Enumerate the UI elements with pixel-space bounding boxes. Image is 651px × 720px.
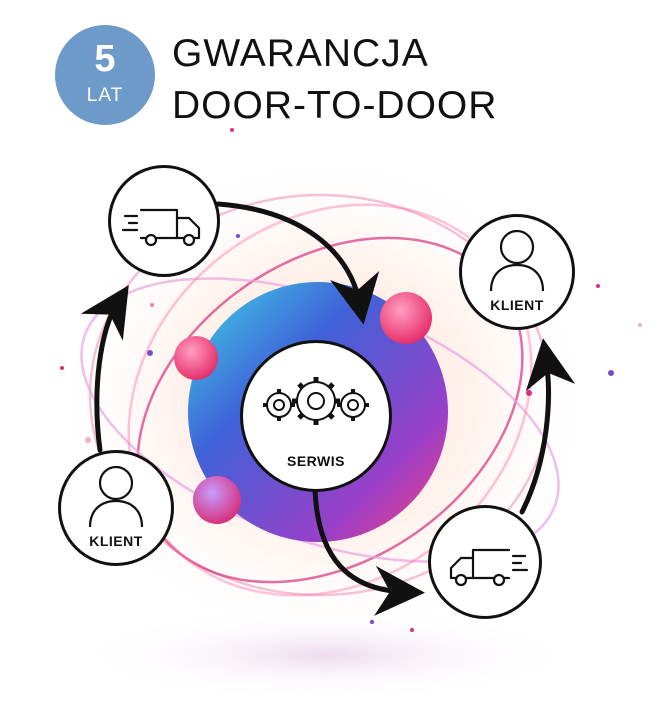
floor-shadow	[75, 610, 575, 700]
delivery-truck-icon	[121, 208, 201, 247]
klient-label: KLIENT	[89, 533, 143, 549]
headline-line-2: DOOR-TO-DOOR	[172, 84, 498, 127]
headline-line-1: GWARANCJA	[172, 32, 429, 75]
pink-orb	[380, 292, 432, 344]
purple-orb	[193, 476, 241, 524]
pink-orb	[174, 336, 218, 380]
warranty-years-badge: 5 LAT	[55, 25, 155, 125]
arrow-klient-to-truck	[80, 285, 129, 453]
klient-node-right: KLIENT	[459, 214, 575, 330]
person-icon	[88, 465, 144, 528]
badge-number: 5	[94, 38, 116, 80]
serwis-label: SERWIS	[287, 453, 345, 469]
serwis-node: SERWIS	[240, 340, 392, 492]
person-icon	[489, 229, 545, 292]
klient-node-left: KLIENT	[58, 450, 174, 566]
arrow-truck-to-serwis	[215, 201, 380, 325]
badge-unit: LAT	[86, 85, 124, 106]
klient-label: KLIENT	[490, 297, 544, 313]
courier-pickup-node	[108, 165, 220, 277]
arrow-serwis-to-truck	[312, 487, 425, 616]
headline: GWARANCJA DOOR-TO-DOOR	[172, 28, 497, 132]
courier-delivery-node	[428, 505, 542, 619]
flow-arrows	[80, 201, 576, 616]
sparkle-dots	[60, 128, 642, 632]
delivery-truck-icon	[449, 548, 529, 587]
gears-icon	[263, 377, 369, 425]
arrow-truck-to-klient	[519, 338, 576, 515]
